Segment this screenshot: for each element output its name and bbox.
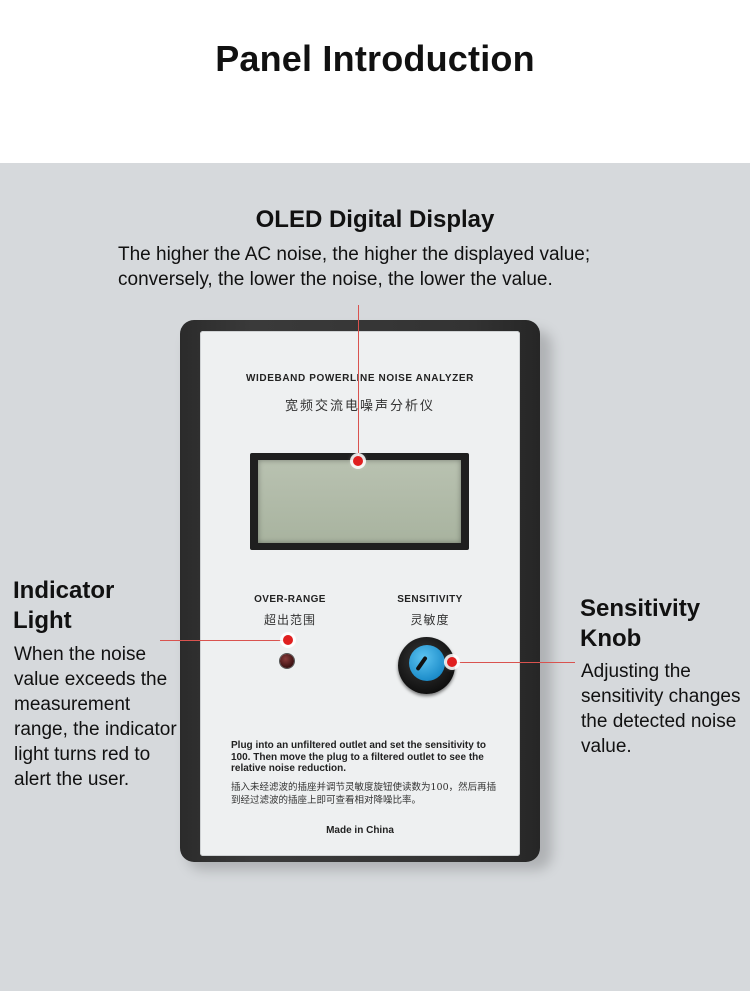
oled-leader-line [358,305,359,457]
sensitivity-marker-dot-icon [447,657,457,667]
device-faceplate [200,331,520,856]
page-title: Panel Introduction [215,38,535,79]
indicator-leader-line [160,640,288,641]
over-range-label: OVER-RANGE [254,594,326,605]
indicator-callout-title: Indicator Light [13,577,115,634]
sensitivity-label-chinese: 灵敏度 [410,613,450,627]
over-range-label-chinese: 超出范围 [263,613,316,627]
sensitivity-leader-line [452,662,575,663]
made-in-label: Made in China [326,825,394,836]
oled-marker-dot-icon [353,456,363,466]
sensitivity-callout-description: Adjusting the sensitivity changes the de… [581,661,741,757]
sensitivity-label: SENSITIVITY [397,594,463,605]
sensitivity-callout-title: Sensitivity Knob [580,595,701,652]
instructions-chinese: 插入未经滤波的插座并调节灵敏度旋钮使读数为100，然后再插到经过滤波的插座上即可… [231,782,497,806]
indicator-callout-description: When the noise value exceeds the measure… [14,644,177,790]
oled-callout-title: OLED Digital Display [255,206,495,233]
device-brand-english: WIDEBAND POWERLINE NOISE ANALYZER [246,373,474,384]
device-brand-chinese: 宽频交流电噪声分析仪 [284,399,435,414]
indicator-marker-dot-icon [283,635,293,645]
instructions-english: Plug into an unfiltered outlet and set t… [231,740,487,774]
over-range-indicator-led [280,654,294,668]
oled-callout-description: The higher the AC noise, the higher the … [118,244,591,290]
oled-display-screen [258,460,461,543]
sensitivity-knob-cap[interactable] [409,645,445,681]
